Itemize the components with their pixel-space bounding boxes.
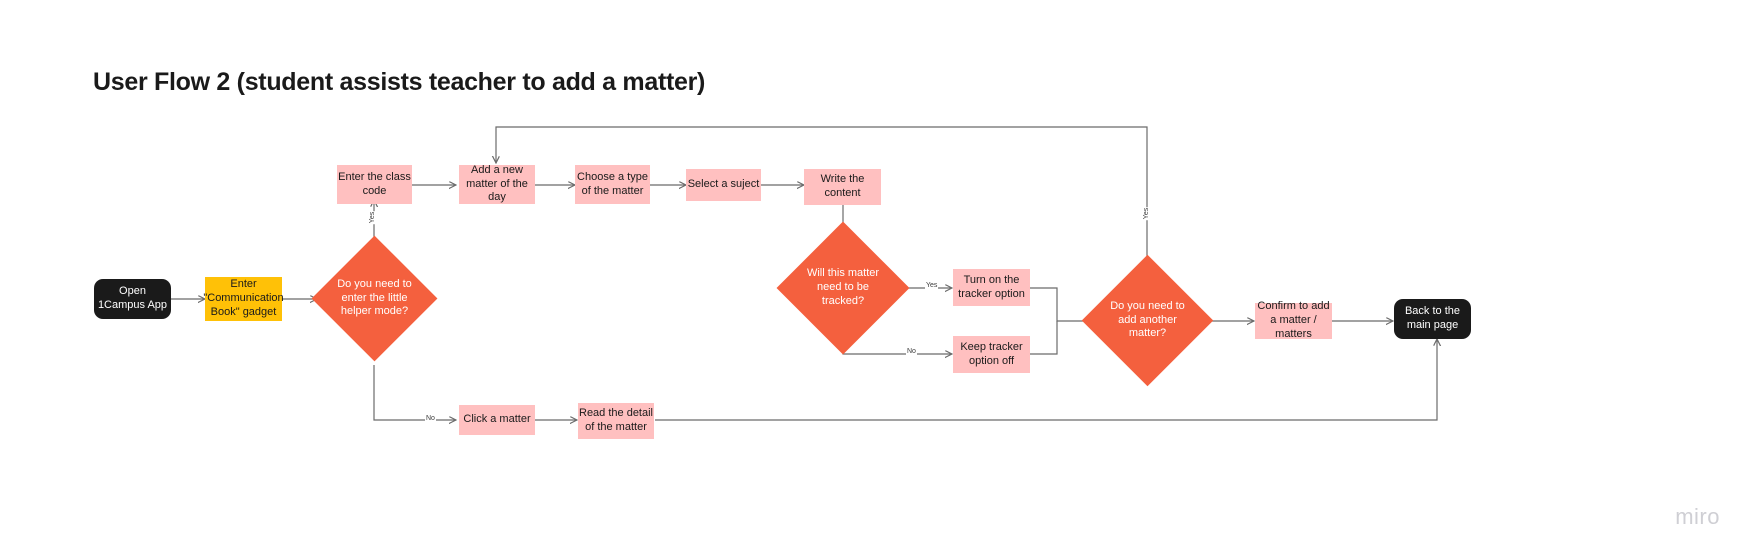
- edge-label-another-yes: Yes: [1143, 206, 1151, 221]
- node-tracked-label: Will this matter need to be tracked?: [806, 267, 880, 307]
- node-add-new-matter[interactable]: Add a new matter of the day: [459, 163, 535, 204]
- node-select-subject[interactable]: Select a suject: [686, 169, 761, 201]
- node-read-detail[interactable]: Read the detail of the matter: [578, 403, 654, 439]
- edge-label-tracked-no: No: [906, 348, 917, 355]
- node-confirm-add-label: Confirm to add a matter / matters: [1257, 300, 1330, 340]
- node-open-app-label: Open 1Campus App: [97, 285, 168, 311]
- node-choose-type-label: Choose a type of the matter: [577, 170, 648, 197]
- node-click-matter[interactable]: Click a matter: [459, 405, 535, 435]
- node-back-main-label: Back to the main page: [1404, 305, 1461, 331]
- node-add-another-decision[interactable]: Do you need to add another matter?: [1081, 254, 1214, 387]
- edge-label-helper-no: No: [425, 415, 436, 422]
- node-enter-gadget-label: Enter "Communication Book" gadget: [203, 278, 284, 318]
- edge-label-tracked-yes: Yes: [925, 282, 939, 289]
- node-helper-mode-decision[interactable]: Do you need to enter the little helper m…: [311, 235, 438, 362]
- node-enter-class-code[interactable]: Enter the class code: [337, 165, 412, 204]
- node-confirm-add[interactable]: Confirm to add a matter / matters: [1255, 300, 1332, 340]
- miro-watermark: miro: [1675, 504, 1720, 529]
- node-tracker-off-label: Keep tracker option off: [960, 340, 1023, 367]
- node-open-app[interactable]: Open 1Campus App: [94, 279, 171, 319]
- node-tracker-off[interactable]: Keep tracker option off: [953, 336, 1030, 373]
- node-enter-gadget[interactable]: Enter "Communication Book" gadget: [203, 277, 284, 321]
- node-enter-class-code-label: Enter the class code: [338, 170, 411, 197]
- node-tracker-on-label: Turn on the tracker option: [958, 273, 1025, 300]
- edge-label-helper-yes: Yes: [369, 210, 377, 225]
- node-helper-mode-label: Do you need to enter the little helper m…: [337, 277, 412, 318]
- node-tracker-on[interactable]: Turn on the tracker option: [953, 269, 1030, 306]
- node-read-detail-label: Read the detail of the matter: [579, 407, 653, 433]
- node-write-content[interactable]: Write the content: [804, 169, 881, 205]
- node-back-main[interactable]: Back to the main page: [1394, 299, 1471, 339]
- node-select-subject-label: Select a suject: [687, 178, 760, 191]
- node-write-content-label: Write the content: [820, 173, 865, 199]
- node-add-another-label: Do you need to add another matter?: [1110, 299, 1185, 340]
- node-click-matter-label: Click a matter: [463, 413, 531, 426]
- node-add-new-matter-label: Add a new matter of the day: [466, 163, 528, 204]
- node-tracked-decision[interactable]: Will this matter need to be tracked?: [776, 221, 910, 355]
- page-title: User Flow 2 (student assists teacher to …: [93, 68, 706, 96]
- node-choose-type[interactable]: Choose a type of the matter: [575, 165, 650, 204]
